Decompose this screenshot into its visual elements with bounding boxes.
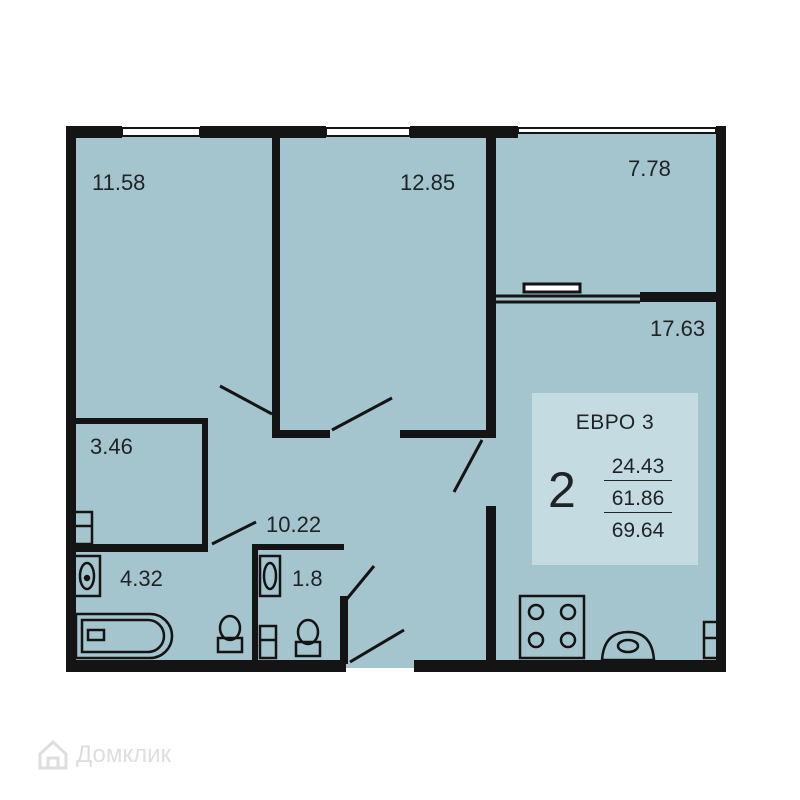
total-area: 61.86	[611, 487, 665, 510]
room-area-balcony: 7.78	[628, 156, 671, 181]
room-area-wardrobe: 3.46	[90, 434, 133, 459]
room-area-kitchen-living: 17.63	[650, 316, 706, 341]
stove-icon	[518, 594, 586, 660]
area-divider-1	[604, 480, 672, 481]
washing-machine-icon	[258, 624, 278, 660]
room-area-bedroom-middle: 12.85	[400, 170, 456, 195]
interior-walls	[70, 138, 722, 666]
room-area-toilet: 1.8	[292, 566, 323, 591]
living-area: 24.43	[611, 455, 665, 478]
door-swings	[211, 384, 484, 664]
bathtub-icon	[74, 612, 174, 660]
watermark-text: Домклик	[76, 741, 172, 768]
total-area-with-balcony: 69.64	[611, 519, 665, 542]
room-area-bathroom: 4.32	[120, 566, 163, 591]
fridge-icon	[702, 620, 722, 660]
watermark: Домклик	[36, 738, 171, 772]
kitchen-sink-icon	[600, 630, 656, 662]
apartment-info-box: ЕВРО 3 2 24.43 61.86 69.64	[532, 393, 698, 565]
room-area-bedroom-left: 11.58	[92, 170, 146, 195]
bath-sink-icon	[72, 554, 102, 598]
room-area-hallway: 10.22	[266, 512, 322, 537]
toilet-sink-icon	[258, 554, 282, 598]
toilet-icon-bathroom	[216, 614, 244, 654]
windows	[121, 127, 717, 137]
toilet-icon	[294, 618, 322, 658]
rooms-count: 2	[548, 462, 576, 518]
layout-type-label: ЕВРО 3	[575, 411, 655, 434]
house-icon	[38, 739, 68, 770]
area-divider-2	[604, 512, 672, 513]
wardrobe-shelf-icon	[72, 510, 94, 546]
balcony-door	[494, 282, 640, 304]
